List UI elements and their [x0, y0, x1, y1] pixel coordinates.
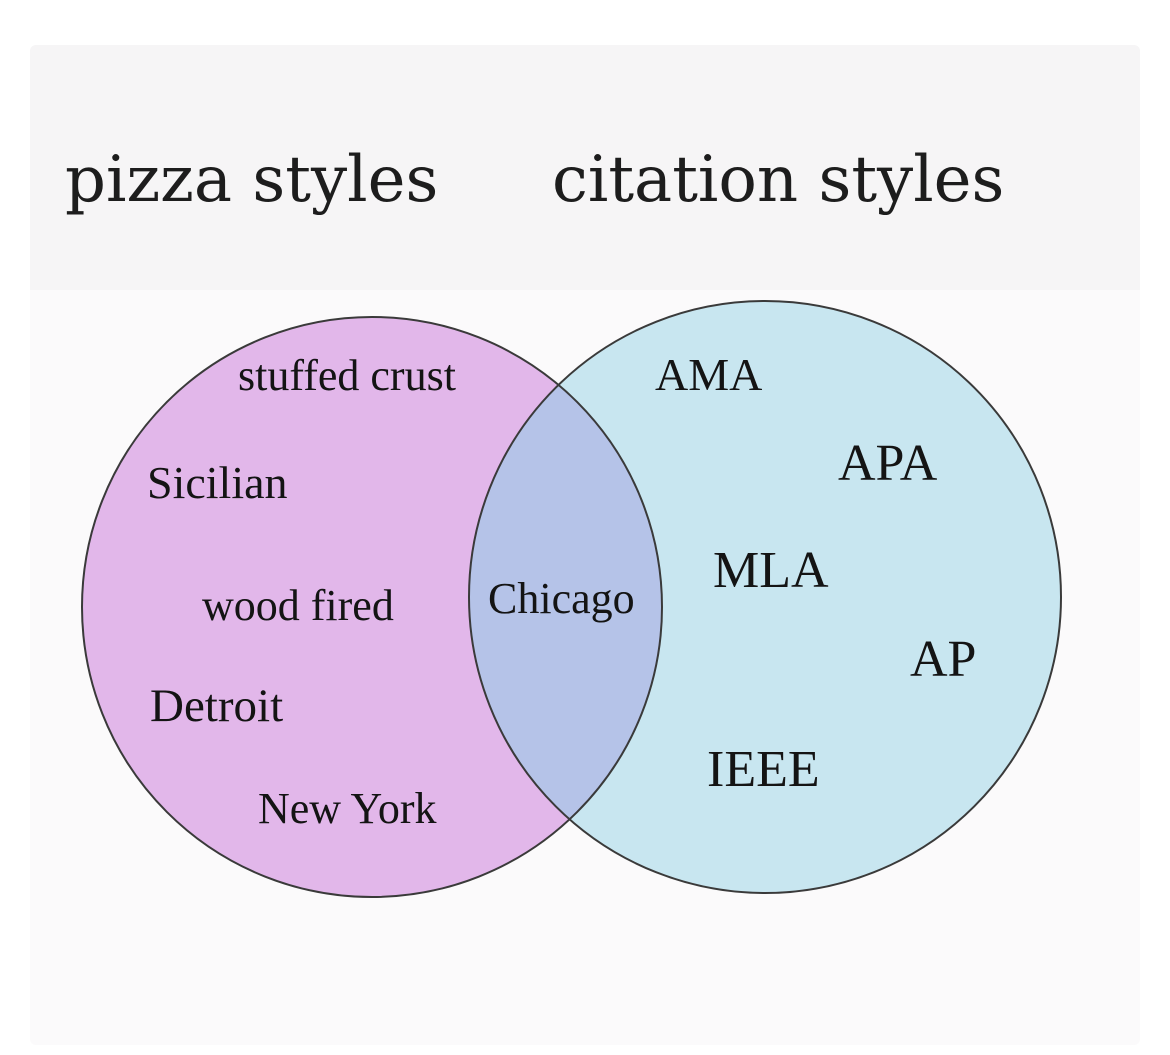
pizza-item-stuffed-crust: stuffed crust	[238, 351, 456, 400]
pizza-item-new-york: New York	[258, 784, 437, 833]
citation-item-apa: APA	[838, 435, 938, 492]
pizza-styles-circle-outline	[81, 316, 663, 898]
pizza-item-sicilian: Sicilian	[147, 457, 288, 508]
citation-styles-circle-outline	[468, 300, 1062, 894]
citation-item-mla: MLA	[713, 542, 829, 599]
pizza-item-wood-fired: wood fired	[202, 581, 394, 630]
citation-styles-title: citation styles	[552, 143, 1005, 217]
intersection-item-chicago: Chicago	[488, 574, 635, 623]
pizza-item-detroit: Detroit	[150, 680, 284, 732]
pizza-styles-title: pizza styles	[65, 143, 439, 217]
citation-item-ieee: IEEE	[707, 741, 820, 798]
citation-item-ap: AP	[910, 631, 977, 688]
citation-item-ama: AMA	[655, 349, 763, 400]
title-band	[30, 45, 1140, 290]
